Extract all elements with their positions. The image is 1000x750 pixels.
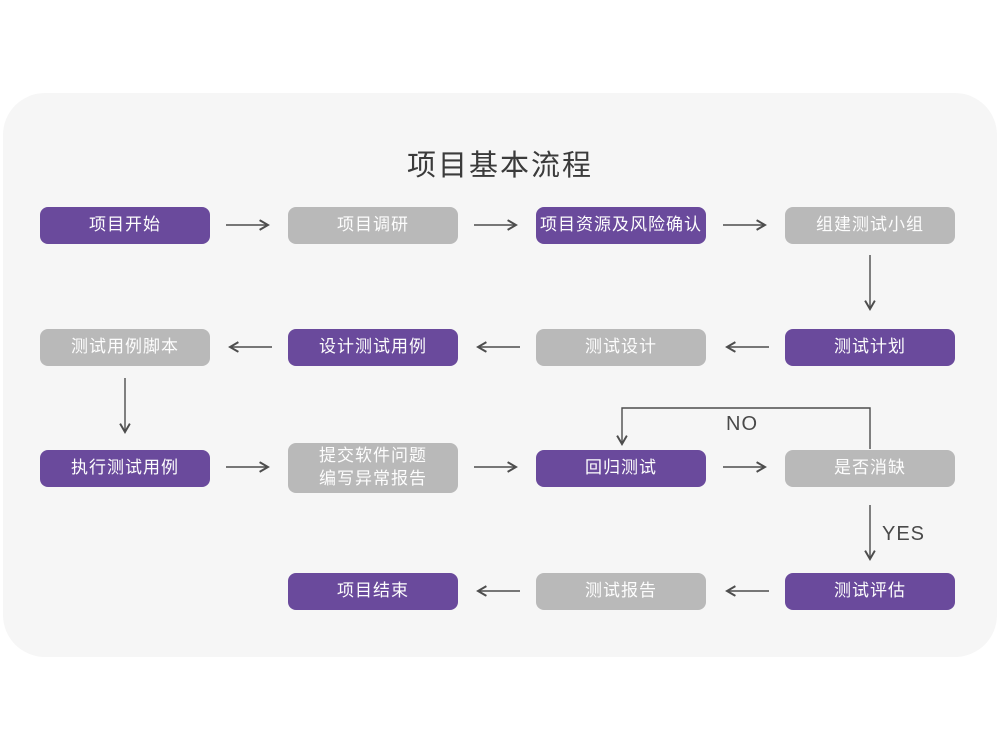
flow-node-test-report: 测试报告	[536, 573, 706, 610]
flow-node-resource-risk-confirm: 项目资源及风险确认	[536, 207, 706, 244]
flow-node-form-test-team: 组建测试小组	[785, 207, 955, 244]
flow-node-submit-issues-report: 提交软件问题 编写异常报告	[288, 443, 458, 493]
flow-node-project-end: 项目结束	[288, 573, 458, 610]
page-title: 项目基本流程	[406, 150, 593, 182]
flow-node-project-start: 项目开始	[40, 207, 210, 244]
flow-node-test-design: 测试设计	[536, 329, 706, 366]
flow-node-test-evaluation: 测试评估	[785, 573, 955, 610]
flow-node-execute-test-cases: 执行测试用例	[40, 450, 210, 487]
flow-node-regression-test: 回归测试	[536, 450, 706, 487]
flowchart-card	[3, 93, 997, 657]
flow-node-test-plan: 测试计划	[785, 329, 955, 366]
flow-node-design-test-cases: 设计测试用例	[288, 329, 458, 366]
flow-node-test-case-scripts: 测试用例脚本	[40, 329, 210, 366]
flow-node-project-research: 项目调研	[288, 207, 458, 244]
flow-node-defect-cleared: 是否消缺	[785, 450, 955, 487]
